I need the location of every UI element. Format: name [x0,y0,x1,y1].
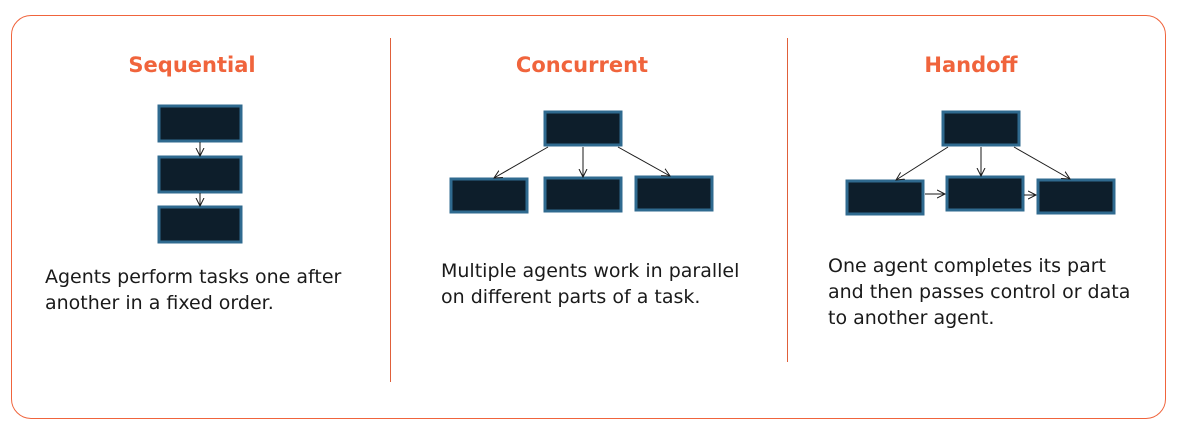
handoff-diagram [845,110,1116,216]
handoff-child-box-2 [945,175,1025,212]
handoff-description-line: and then passes control or data [828,281,1131,303]
outer-frame [11,15,1166,419]
handoff-arrow-3 [1013,146,1070,179]
handoff-title: Handoff [924,53,1018,77]
sequential-agent-box-2 [157,155,243,194]
sequential-agent-box-1 [157,104,243,143]
sequential-description-line: another in a fixed order. [45,292,274,314]
sequential-description-line: Agents perform tasks one after [45,266,342,288]
sequential-description: Agents perform tasks one after another i… [45,264,341,316]
handoff-arrow-1 [896,146,949,180]
concurrent-diagram [449,110,714,214]
concurrent-arrow-3 [617,146,670,176]
sequential-agent-box-3 [157,205,243,244]
concurrent-child-box-1 [449,177,529,214]
concurrent-description-line: Multiple agents work in parallel [441,260,740,282]
handoff-description-line: One agent completes its part [828,255,1106,277]
concurrent-description-line: on different parts of a task. [441,286,701,308]
concurrent-description: Multiple agents work in parallel on diff… [441,258,739,310]
sequential-title: Sequential [128,53,256,77]
handoff-description-line: to another agent. [828,307,995,329]
concurrent-root-box [543,110,623,147]
divider-left [390,38,391,382]
handoff-child-box-3 [1036,178,1116,215]
concurrent-title: Concurrent [515,53,649,77]
handoff-root-box [941,110,1021,147]
concurrent-arrow-1 [494,146,549,178]
handoff-child-box-1 [845,179,925,216]
concurrent-child-box-2 [543,176,623,213]
concurrent-child-box-3 [634,175,714,212]
handoff-description: One agent completes its part and then pa… [828,253,1130,331]
divider-right [787,38,788,362]
sequential-diagram [157,104,243,244]
